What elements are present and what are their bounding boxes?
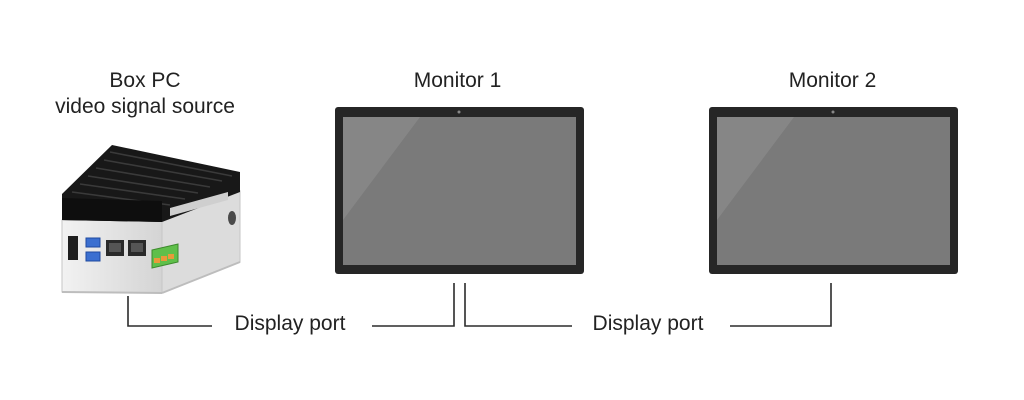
- box-pc-label: Box PC video signal source: [40, 68, 250, 120]
- display-port-label: Display port: [580, 311, 716, 337]
- monitor-2-label: Monitor 2: [788, 69, 877, 92]
- box-pc-subtitle: video signal source: [55, 95, 235, 118]
- display-port-label: Display port: [222, 311, 358, 337]
- connection-line: [127, 283, 455, 327]
- box-pc-title: Box PC: [109, 69, 181, 92]
- connection-line: [464, 283, 832, 327]
- monitor-icon: [709, 107, 958, 274]
- box-pc-icon: [61, 145, 241, 294]
- monitor-icon: [335, 107, 584, 274]
- monitor-1-label: Monitor 1: [413, 69, 502, 92]
